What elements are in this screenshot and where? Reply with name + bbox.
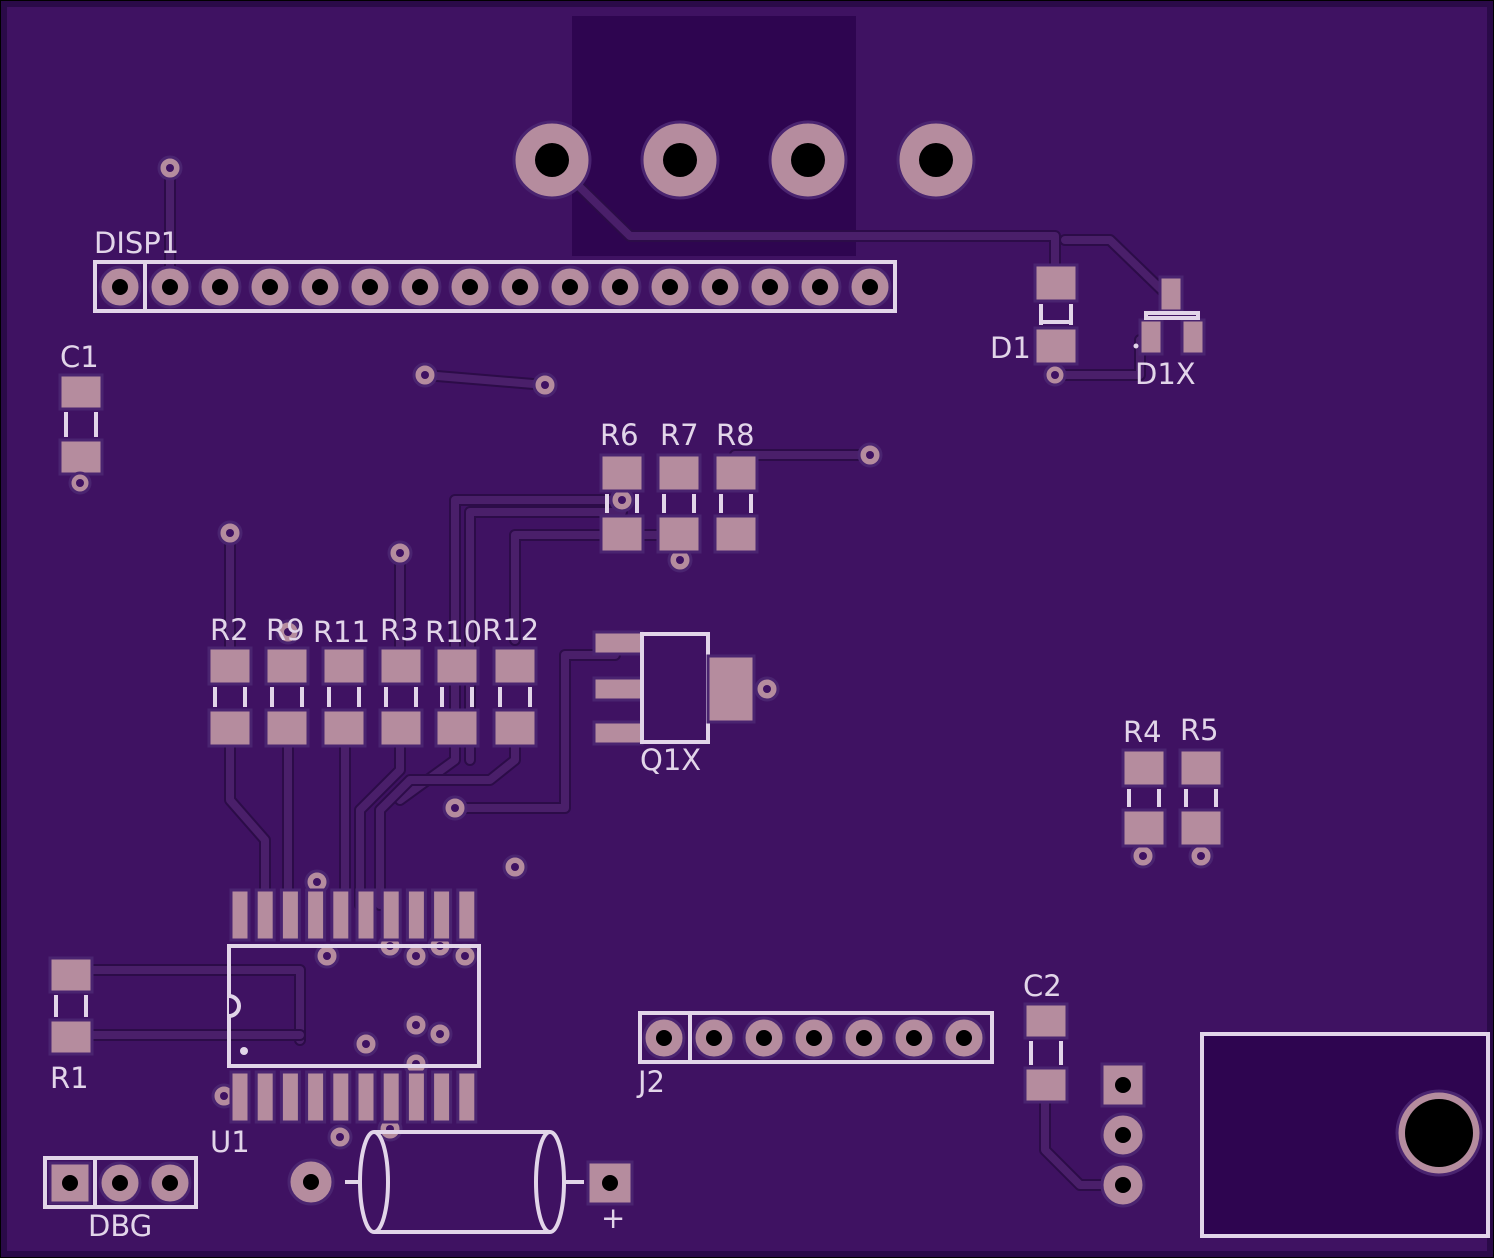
q1x-footprint	[592, 630, 756, 746]
r2-footprint	[207, 646, 253, 748]
u1-pin-top	[305, 888, 327, 942]
r2-label: R2	[210, 613, 249, 647]
disp1-label: DISP1	[94, 226, 179, 260]
u1-pin-bottom	[405, 1070, 427, 1124]
u1-pin-top	[431, 888, 453, 942]
u1-pin-top	[380, 888, 402, 942]
u1-pin-top	[355, 888, 377, 942]
r6-label: R6	[600, 418, 639, 452]
resistors-row	[207, 646, 538, 748]
dbg-label: DBG	[88, 1209, 152, 1243]
resistors-r4-r5	[1121, 748, 1224, 848]
r9-label: R9	[266, 613, 305, 647]
d1x-label: D1X	[1135, 357, 1196, 391]
r4-footprint	[1121, 748, 1167, 848]
top-connector	[512, 120, 976, 200]
j2-label: J2	[636, 1065, 665, 1099]
u1-label: U1	[210, 1125, 250, 1159]
r8-footprint	[713, 453, 759, 554]
r1-label: R1	[50, 1061, 89, 1095]
c2-footprint	[1023, 1002, 1069, 1104]
dc-jack	[1200, 1032, 1490, 1238]
resistors-r6-r8	[599, 453, 759, 554]
r11-label: R11	[313, 615, 370, 649]
u1-pin-top	[254, 888, 276, 942]
r12-label: R12	[482, 613, 539, 647]
u1-pin-top	[405, 888, 427, 942]
u1-pin-top	[330, 888, 352, 942]
c1-footprint	[58, 373, 104, 495]
r5-label: R5	[1180, 713, 1219, 747]
r12-footprint	[492, 646, 538, 748]
r5-footprint	[1178, 748, 1224, 848]
c2-label: C2	[1023, 969, 1062, 1003]
u1-pin-bottom	[431, 1070, 453, 1124]
dbg-header	[43, 1156, 198, 1209]
plus-label: +	[601, 1201, 625, 1235]
u1-pin-bottom	[355, 1070, 377, 1124]
r9-footprint	[264, 646, 310, 748]
j2-header	[638, 1011, 994, 1064]
r1-footprint	[48, 956, 94, 1056]
r3-footprint	[378, 646, 424, 748]
u1-pin-top	[229, 888, 251, 942]
r7-footprint	[656, 453, 702, 554]
r4-label: R4	[1123, 715, 1162, 749]
u1-footprint	[227, 888, 481, 1124]
power-header	[1100, 1062, 1146, 1208]
d1-footprint	[1033, 263, 1079, 387]
traces	[64, 154, 1176, 1191]
r11-footprint	[321, 646, 367, 748]
u1-pin-bottom	[279, 1070, 301, 1124]
u1-pin-bottom	[380, 1070, 402, 1124]
electrolytic-capacitor	[287, 1130, 634, 1234]
r3-label: R3	[380, 613, 419, 647]
u1-pin-bottom	[456, 1070, 478, 1124]
u1-pin-bottom	[305, 1070, 327, 1124]
u1-pin-bottom	[330, 1070, 352, 1124]
c1-label: C1	[60, 340, 99, 374]
r10-footprint	[434, 646, 480, 748]
d1x-footprint	[1133, 275, 1206, 356]
disp1-header	[93, 260, 897, 313]
d1-label: D1	[990, 331, 1031, 365]
u1-pin-bottom	[254, 1070, 276, 1124]
r8-label: R8	[716, 418, 755, 452]
vias	[157, 155, 1214, 1150]
u1-pin-top	[279, 888, 301, 942]
r6-footprint	[599, 453, 645, 554]
r7-label: R7	[660, 418, 699, 452]
r10-label: R10	[425, 615, 482, 649]
u1-pin-top	[456, 888, 478, 942]
q1x-label: Q1X	[640, 743, 701, 777]
u1-pin-bottom	[229, 1070, 251, 1124]
